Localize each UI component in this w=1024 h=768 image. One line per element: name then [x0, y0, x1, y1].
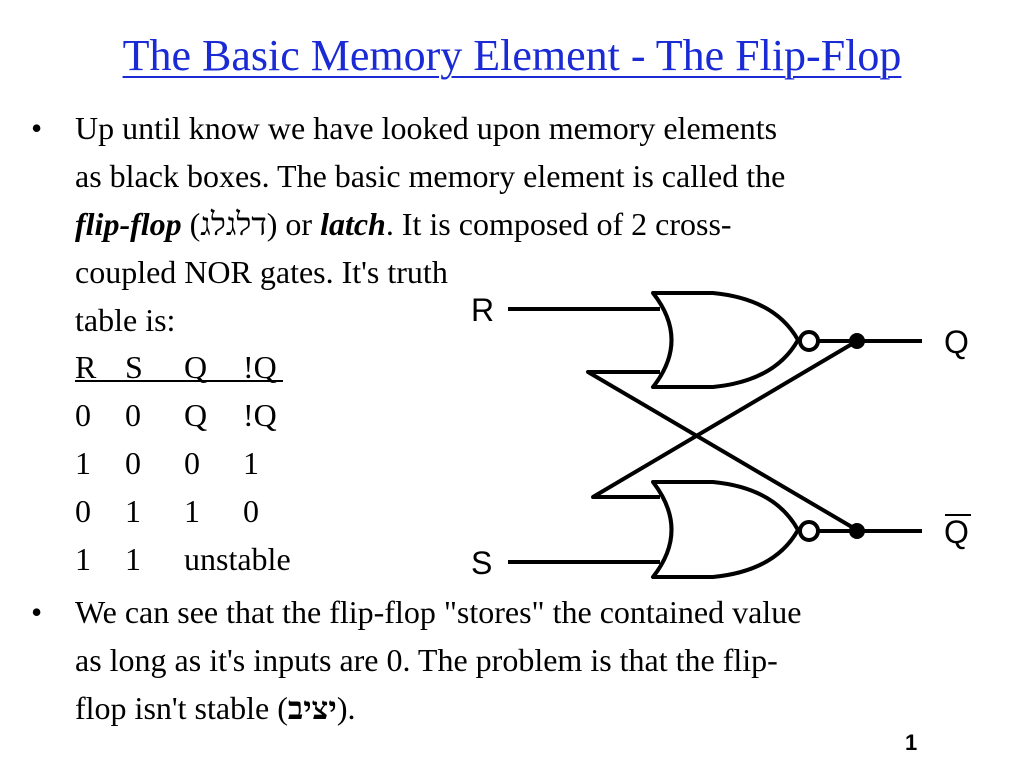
bullet1-line2: as black boxes. The basic memory element… [75, 158, 786, 194]
hebrew-term-stable: יציב [287, 690, 337, 726]
bullet1-line3: flip-flop (דלגלג) or latch. It is compos… [75, 200, 732, 248]
cell: 1 [243, 445, 259, 481]
paren-open: ( [181, 206, 201, 242]
junction-dot-top [849, 333, 865, 349]
bullet-marker-1: • [31, 110, 43, 146]
header-underline [75, 380, 283, 382]
page-number: 1 [905, 730, 918, 755]
bullet2-line3: flop isn't stable (יציב). [75, 684, 355, 732]
cell: 0 [75, 397, 91, 433]
label-qbar: Q [944, 514, 969, 550]
line3-rest: . It is composed of 2 cross- [385, 206, 732, 242]
cell: 1 [125, 493, 141, 529]
hebrew-term-flipflop: דלגלג [200, 206, 267, 242]
nor-gate-bottom [651, 480, 800, 579]
term-flip-flop: flip-flop [75, 206, 182, 242]
slide-title: The Basic Memory Element - The Flip-Flop [122, 31, 902, 80]
cell: unstable [184, 541, 291, 577]
term-latch: latch [320, 206, 386, 242]
cell: Q [184, 397, 208, 433]
line3-start: flop isn't stable ( [75, 690, 288, 726]
bullet1-line1: Up until know we have looked upon memory… [75, 110, 778, 146]
inverter-bubble-top [798, 330, 820, 352]
cell: 1 [75, 541, 91, 577]
cell: 0 [184, 445, 200, 481]
line3-end: ). [336, 690, 356, 726]
cell: 0 [125, 445, 141, 481]
cell: 1 [184, 493, 200, 529]
junction-dot-bottom [849, 523, 865, 539]
header-s: S [125, 349, 143, 385]
inverter-bubble-bottom [798, 520, 820, 542]
wire-feedback-top [586, 370, 859, 532]
bullet2-line1: We can see that the flip-flop "stores" t… [75, 594, 802, 630]
header-r: R [75, 349, 97, 385]
cell: 0 [75, 493, 91, 529]
header-q: Q [184, 349, 208, 385]
bullet-marker-2: • [31, 594, 43, 630]
cell: !Q [243, 397, 277, 433]
label-q: Q [944, 324, 969, 360]
cell: 1 [75, 445, 91, 481]
qbar-overline [945, 514, 971, 516]
header-notq: !Q [243, 349, 277, 385]
bullet1-line4: coupled NOR gates. It's truth [75, 254, 448, 290]
paren-close-or: ) or [266, 206, 321, 242]
cell: 0 [125, 397, 141, 433]
cell: 1 [125, 541, 141, 577]
cell: 0 [243, 493, 259, 529]
label-r: R [471, 292, 495, 328]
nor-gate-top [651, 291, 800, 389]
bullet1-line5: table is: [75, 302, 176, 338]
label-s: S [471, 545, 493, 581]
wire-feedback-bottom [591, 339, 859, 499]
bullet2-line2: as long as it's inputs are 0. The proble… [75, 642, 778, 678]
